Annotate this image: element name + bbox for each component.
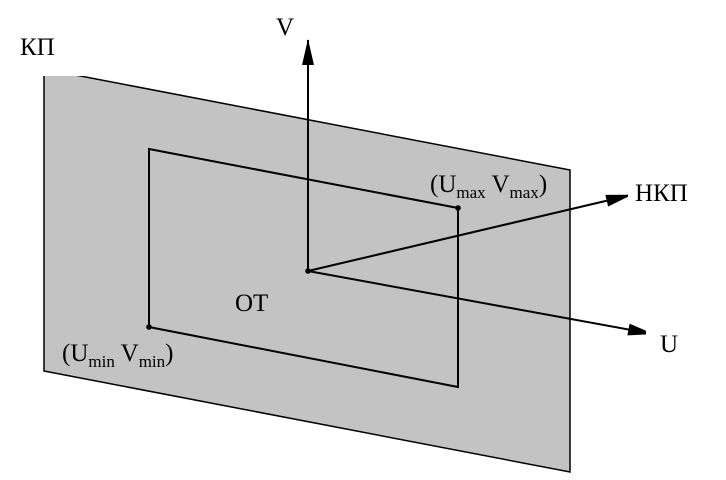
corner-min-point	[146, 324, 152, 330]
normal-label-bg	[628, 170, 706, 212]
corner-min-v-sub: min	[139, 352, 166, 371]
corner-max-close: )	[539, 171, 547, 198]
u-label-bg	[646, 322, 712, 366]
v-axis-label: V	[276, 14, 294, 41]
corner-max-open: (U	[430, 171, 456, 198]
corner-max-v: V	[486, 171, 510, 198]
corner-max-point	[455, 205, 461, 211]
origin-point	[305, 268, 311, 274]
corner-max-u-sub: max	[456, 183, 486, 202]
corner-min-u-sub: min	[88, 352, 115, 371]
u-axis-label: U	[660, 331, 678, 358]
v-label-bg	[267, 6, 305, 46]
normal-label: НКП	[635, 180, 688, 207]
plane-label: КП	[20, 34, 55, 61]
corner-min-v: V	[115, 340, 139, 367]
corner-min-open: (U	[62, 340, 88, 367]
plane-label-bg	[12, 32, 88, 76]
corner-min-label: (Umin Vmin)	[62, 340, 173, 371]
window-rectangle	[148, 147, 459, 389]
corner-max-label: (Umax Vmax)	[430, 171, 547, 202]
corner-min-close: )	[165, 340, 173, 367]
u-axis	[307, 270, 654, 336]
corner-max-v-sub: max	[510, 183, 540, 202]
normal-vector	[307, 194, 632, 272]
window-label: ОТ	[235, 290, 268, 317]
